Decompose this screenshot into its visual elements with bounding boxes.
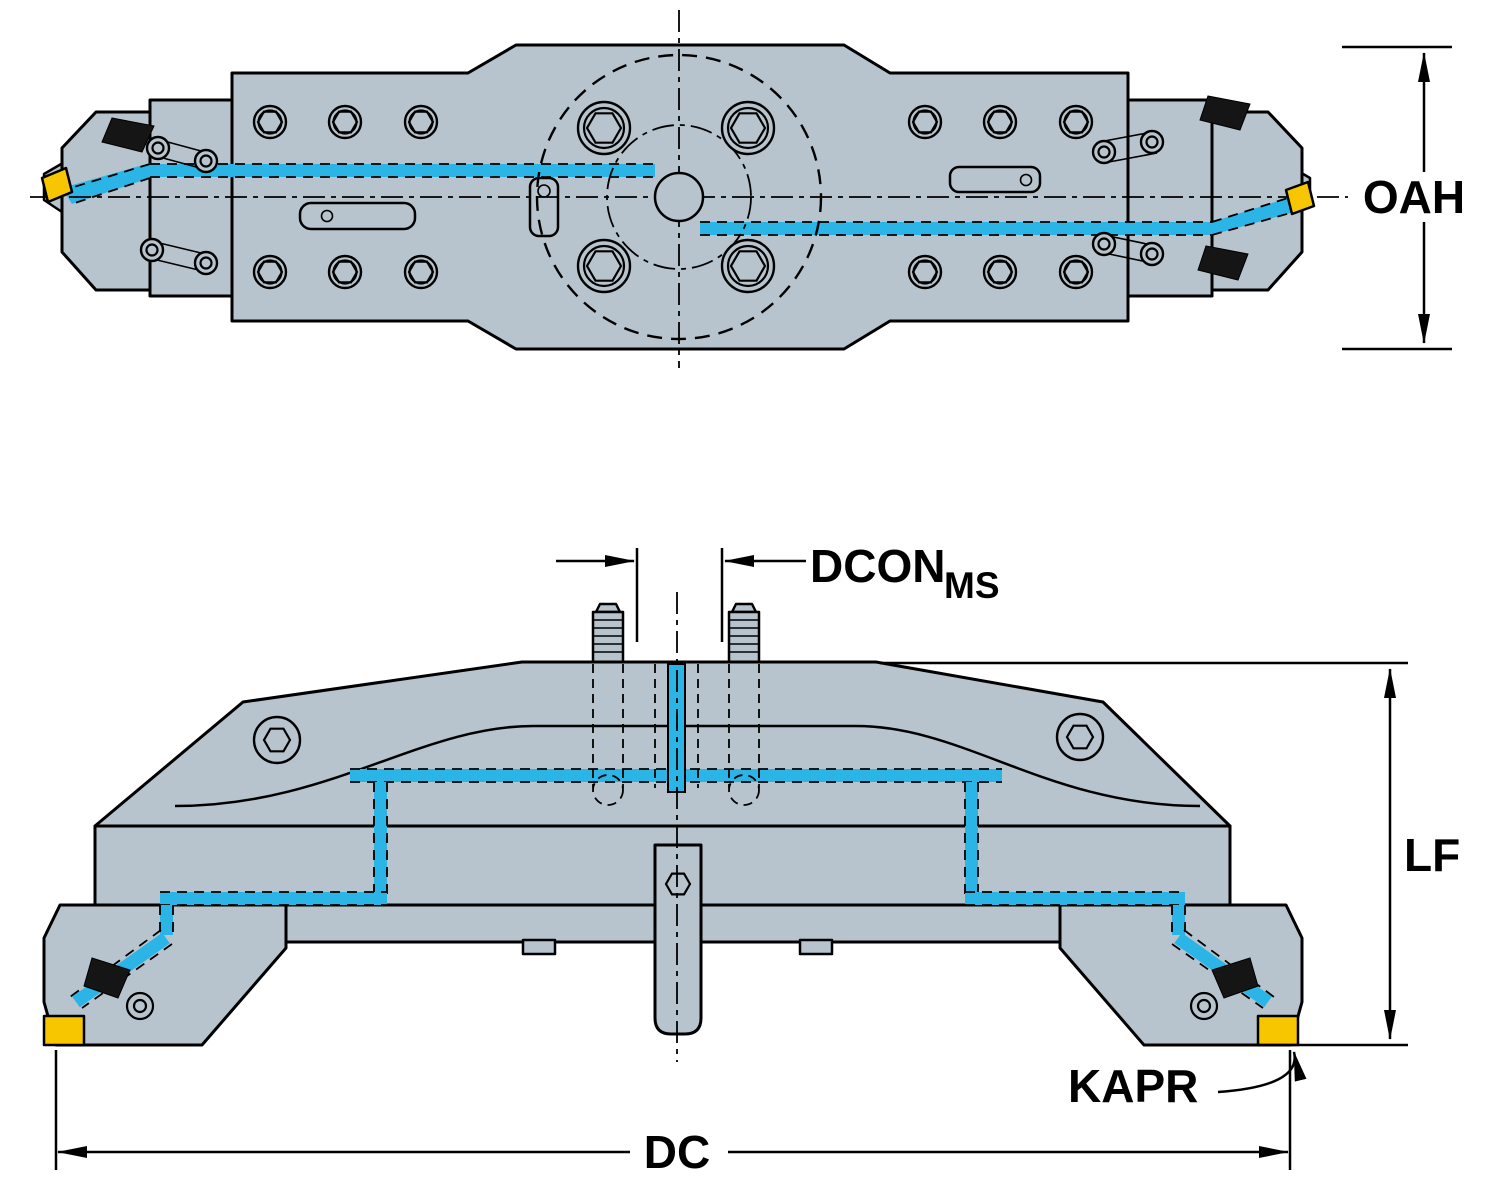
kapr-annotation: KAPR bbox=[1068, 1051, 1307, 1112]
left-cutting-head-front bbox=[42, 903, 288, 1047]
mounting-studs bbox=[591, 602, 761, 664]
right-insert-front-view bbox=[1256, 1014, 1300, 1047]
pin-hex bbox=[664, 872, 692, 896]
oah-dimension: OAH bbox=[1342, 45, 1468, 351]
shoulder-screws bbox=[252, 712, 1105, 765]
oah-label: OAH bbox=[1363, 171, 1465, 223]
pitch-circle bbox=[606, 124, 752, 270]
dcon-sub-label: MS bbox=[944, 565, 1000, 606]
right-insert-top-view bbox=[1284, 180, 1316, 216]
top-view: OAH bbox=[30, 10, 1468, 368]
lf-dimension: LF bbox=[880, 661, 1460, 1047]
centerlines-top bbox=[30, 10, 1348, 368]
kapr-leader-arrow bbox=[1217, 1051, 1307, 1094]
clamp-wedge bbox=[1211, 957, 1259, 999]
casting-parting-line bbox=[174, 724, 1201, 808]
lf-label: LF bbox=[1404, 829, 1460, 881]
dcon-label: DCON bbox=[810, 540, 945, 592]
center-pilot-pin bbox=[653, 843, 703, 1036]
left-insert-top-view bbox=[40, 166, 74, 204]
front-view: DCON MS bbox=[42, 540, 1460, 1178]
clamp-wedge bbox=[1197, 245, 1249, 281]
tool-body-front-view bbox=[42, 660, 1304, 1047]
cartridge-links bbox=[101, 95, 1251, 281]
dc-label: DC bbox=[644, 1126, 710, 1178]
clamp-wedge bbox=[101, 117, 155, 153]
hidden-hole-lines bbox=[592, 664, 760, 806]
coolant-channels-top bbox=[62, 163, 1295, 236]
left-neck bbox=[148, 98, 236, 298]
left-insert-front-view bbox=[42, 1014, 86, 1047]
front-head-details bbox=[42, 957, 1300, 1047]
dc-dimension: DC bbox=[54, 1050, 1292, 1178]
clamp-wedge bbox=[1199, 95, 1251, 131]
clamp-wedge bbox=[83, 957, 131, 999]
dcon-dimension: DCON MS bbox=[556, 540, 1000, 642]
kapr-label: KAPR bbox=[1068, 1060, 1198, 1112]
center-bore bbox=[653, 171, 705, 223]
body-slots bbox=[298, 165, 1042, 238]
bolt-circle-dashed bbox=[535, 53, 823, 341]
